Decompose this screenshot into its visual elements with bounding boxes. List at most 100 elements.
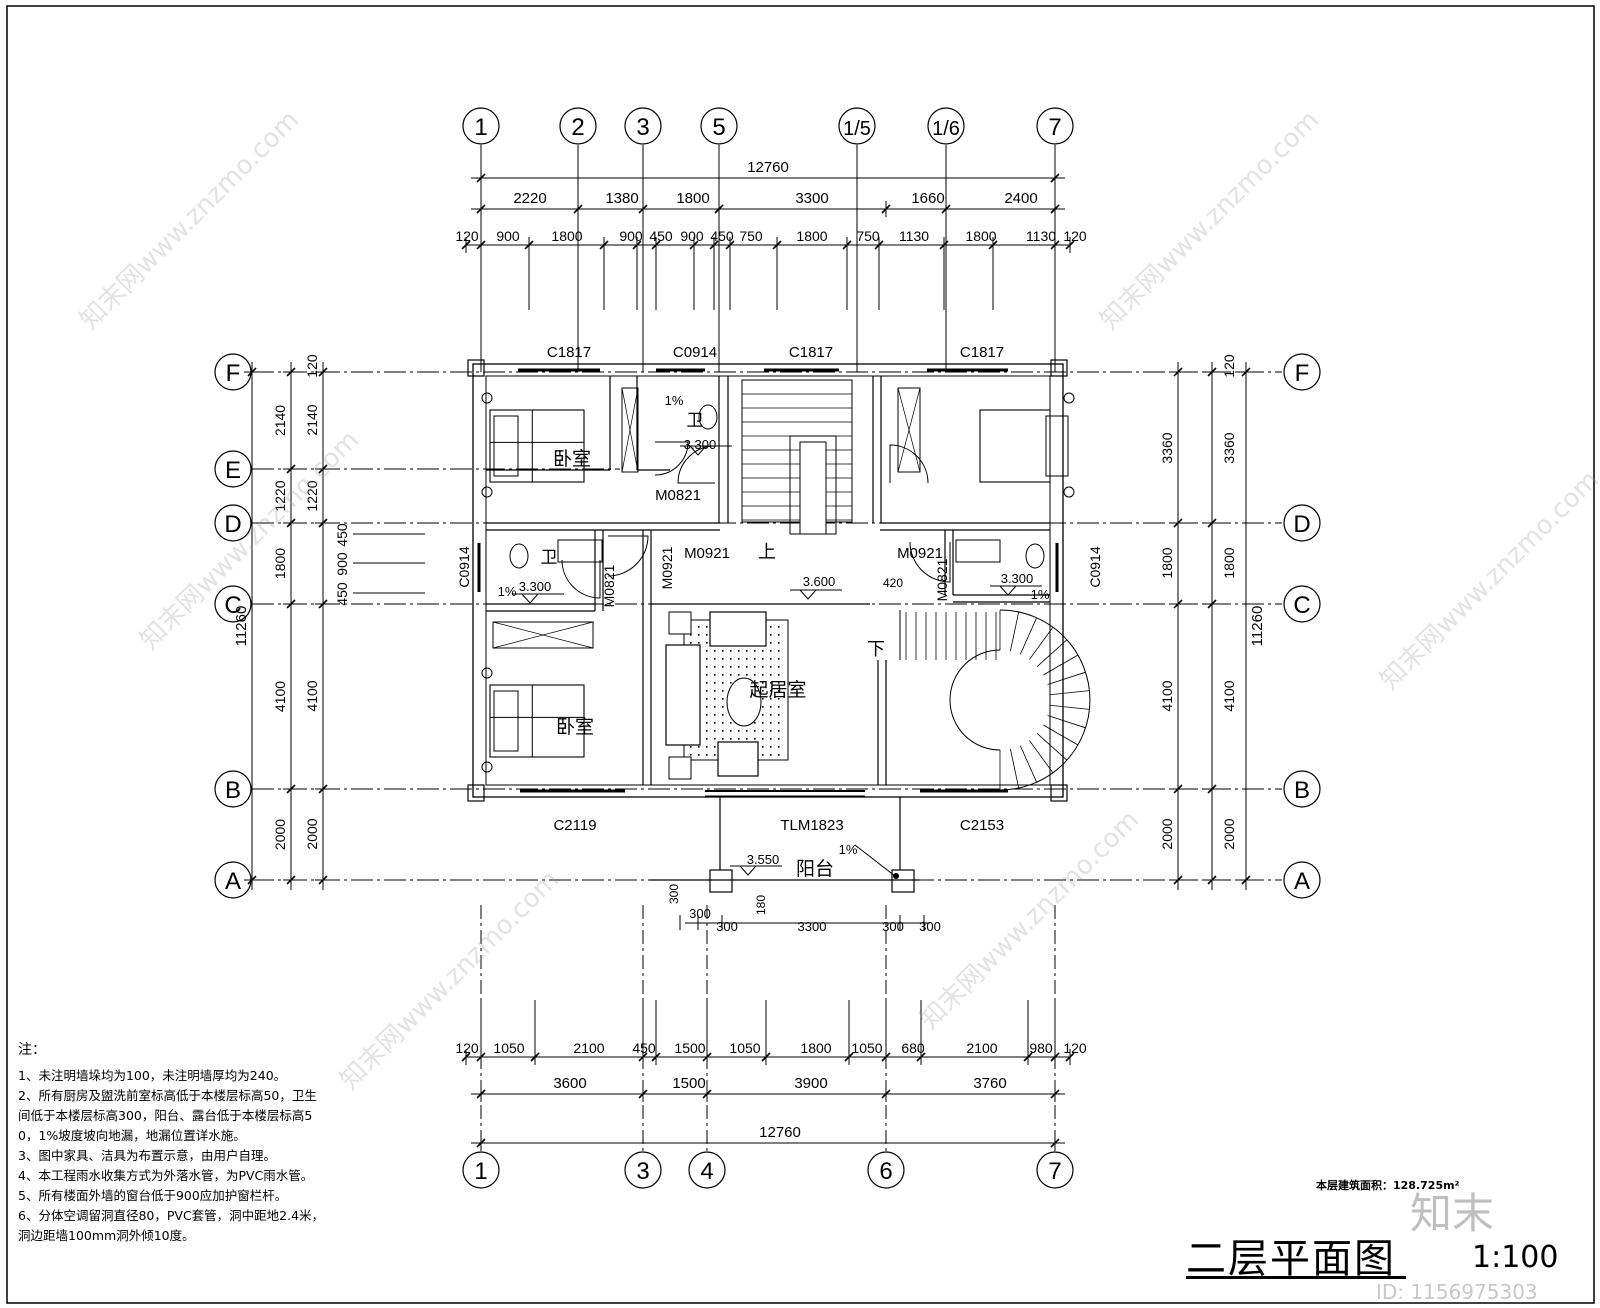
stair-tread — [1019, 745, 1037, 783]
furniture — [481, 387, 1075, 780]
dim-tick — [286, 784, 296, 794]
dim-label: 980 — [1029, 1040, 1053, 1056]
plan-label: C1817 — [960, 344, 1004, 361]
dim-tick — [1173, 599, 1183, 609]
dim-label: 2000 — [1159, 818, 1175, 849]
dim-tick — [318, 367, 328, 377]
dim-label: 300 — [716, 919, 738, 934]
dim-tick — [709, 240, 719, 250]
dim-label: 12760 — [747, 159, 789, 176]
dim-label: 900 — [680, 228, 704, 244]
dim-tick — [1050, 173, 1060, 183]
axis-label: 3 — [636, 114, 649, 141]
stair-tread — [1043, 654, 1079, 676]
dim-tick — [702, 1052, 712, 1062]
dim-label: 2100 — [966, 1040, 997, 1056]
dim-tick — [476, 1138, 486, 1148]
column — [467, 359, 485, 377]
dim-tick — [286, 367, 296, 377]
dim-tick — [461, 1052, 471, 1062]
stair-tread — [1049, 690, 1090, 696]
dim-tick — [1050, 1089, 1060, 1099]
plan-label: C2119 — [553, 817, 596, 834]
axis-bubble — [559, 107, 597, 145]
bed — [489, 684, 585, 758]
plan-label: C1817 — [547, 344, 591, 361]
dim-label: 300 — [919, 919, 941, 934]
plan-label: 卫 — [541, 548, 558, 567]
lamp-icon — [481, 667, 493, 679]
stair-well — [799, 441, 827, 535]
axis-label: C — [1293, 592, 1310, 619]
dim-label: 1220 — [304, 480, 320, 511]
dim-label: 1500 — [672, 1075, 705, 1092]
dim-tick — [916, 1052, 926, 1062]
dim-label: 450 — [334, 582, 350, 606]
axis-bubble — [1036, 107, 1074, 145]
column — [467, 784, 485, 802]
stair-tread — [1036, 639, 1068, 667]
dim-tick — [638, 1052, 648, 1062]
dim-label: 120 — [1063, 1040, 1087, 1056]
door-swing — [677, 445, 716, 484]
wardrobe — [897, 387, 921, 473]
dim-tick — [476, 204, 486, 214]
dim-label: 300 — [667, 884, 681, 904]
notes-block: 注： 1、未注明墙垛均为100，未注明墙厚均为240。 2、所有厨房及盥洗前室标… — [18, 1040, 348, 1246]
plan-label: 卧室 — [553, 448, 591, 470]
dim-label: 2400 — [1004, 190, 1037, 207]
axis-bubble — [214, 770, 252, 808]
stair-tread — [1047, 671, 1086, 685]
note-line: 0，1%坡度坡向地漏，地漏位置详水施。 — [18, 1128, 246, 1143]
floor-area: 本层建筑面积：128.725m² — [1316, 1179, 1460, 1192]
dim-label: 750 — [739, 228, 763, 244]
plan-label: M0821 — [934, 558, 950, 601]
axis-label: B — [1294, 777, 1310, 804]
bed — [489, 409, 585, 483]
axis-label: E — [225, 457, 241, 484]
bed-pillow — [493, 690, 519, 752]
plan-label: 3.300 — [684, 437, 717, 452]
side-table — [668, 611, 692, 635]
dim-label: 2000 — [272, 819, 288, 850]
dim-tick — [286, 518, 296, 528]
dim-tick — [1173, 367, 1183, 377]
axis-label: 1/5 — [843, 118, 871, 140]
dim-label: 120 — [304, 354, 320, 378]
axis-bubble — [700, 107, 738, 145]
armchair — [709, 611, 767, 647]
elevation-marker — [688, 445, 708, 456]
door-swing — [654, 441, 689, 476]
axis-bubble — [1283, 585, 1321, 623]
plan-label: 卧室 — [556, 716, 594, 738]
dim-label: 1050 — [493, 1040, 524, 1056]
dim-tick — [651, 1052, 661, 1062]
bed-pillow — [493, 415, 519, 477]
dim-tick — [689, 240, 699, 250]
plan-label: M0921 — [897, 545, 943, 562]
plan-label: 1% — [1031, 587, 1050, 602]
wardrobe-x — [897, 387, 921, 473]
slope-arrow — [854, 844, 896, 877]
axis-label: C — [224, 592, 241, 619]
dim-label: 3300 — [798, 919, 827, 934]
stair-tread — [1029, 626, 1054, 660]
dim-label: 3360 — [1159, 432, 1175, 463]
dim-tick — [1050, 240, 1060, 250]
dim-tick — [286, 875, 296, 885]
axis-label: A — [225, 868, 241, 895]
axis-label: 6 — [879, 1158, 892, 1185]
dim-label: 1800 — [1159, 547, 1175, 578]
dim-label: 3600 — [553, 1075, 586, 1092]
dim-label: 1130 — [1026, 228, 1056, 244]
stair-tread — [1047, 715, 1086, 729]
stair-tread — [1019, 617, 1037, 655]
dim-label: 2220 — [513, 190, 546, 207]
note-line: 1、未注明墙垛均为100，未注明墙厚均为240。 — [18, 1068, 287, 1083]
dim-tick — [1173, 875, 1183, 885]
dim-tick — [1207, 599, 1217, 609]
axis-bubble — [462, 107, 500, 145]
notes-header: 注： — [18, 1042, 46, 1058]
dim-tick — [524, 240, 534, 250]
